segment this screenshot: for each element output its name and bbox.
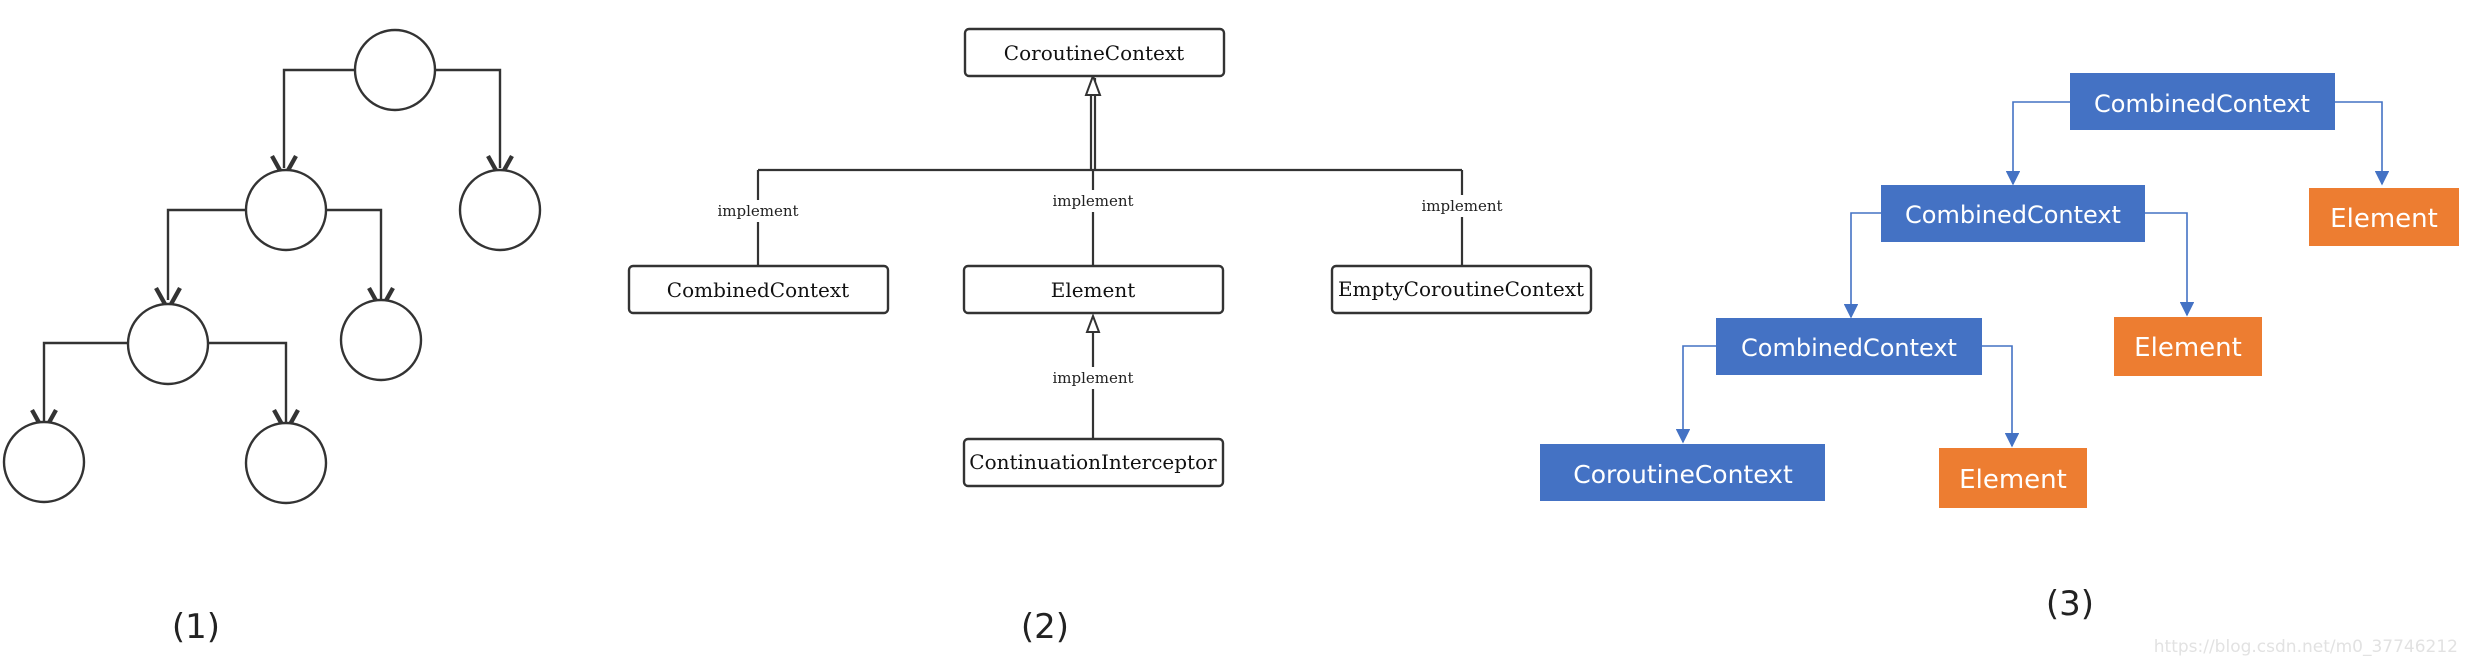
panel-label-3: (3) bbox=[2046, 584, 2094, 624]
ctx-label-element-level3: Element bbox=[1959, 465, 2067, 495]
panel-2-uml: implement implement implement implement … bbox=[627, 27, 1593, 488]
panel-3-context-tree: CombinedContext Element CombinedContext … bbox=[1540, 73, 2459, 508]
uml-edge-label-element: implement bbox=[1052, 192, 1133, 210]
ctx-node-combined-level3 bbox=[1716, 318, 1982, 375]
ctx-label-element-level2: Element bbox=[2134, 333, 2242, 363]
tree-edge-root-left bbox=[270, 68, 355, 183]
uml-box-element bbox=[962, 264, 1225, 315]
tree-edge-l3-left bbox=[30, 341, 128, 437]
ctx-label-coroutine-context: CoroutineContext bbox=[1573, 460, 1793, 489]
uml-edge-label-combined: implement bbox=[717, 202, 798, 220]
ctx-edge-l2-left bbox=[1843, 212, 1881, 319]
ctx-edge-l3-right bbox=[1982, 345, 2020, 448]
ctx-node-combined-level2 bbox=[1881, 185, 2145, 242]
uml-box-empty-coroutine-context bbox=[1330, 264, 1593, 315]
panel-label-1: (1) bbox=[172, 607, 220, 647]
uml-label-continuation-interceptor: ContinuationInterceptor bbox=[969, 450, 1217, 474]
tree-edge-l2-right bbox=[324, 208, 395, 315]
tree-node-l3-right bbox=[339, 298, 423, 382]
uml-box-combined-context bbox=[627, 264, 890, 315]
tree-edge-l2-left bbox=[154, 208, 246, 315]
ctx-edge-l1-right bbox=[2335, 101, 2390, 186]
ctx-label-combined-level1: CombinedContext bbox=[2094, 90, 2310, 118]
uml-edge-label-bg bbox=[720, 200, 798, 222]
ctx-edge-l2-right bbox=[2145, 212, 2195, 317]
uml-label-coroutine-context: CoroutineContext bbox=[1004, 41, 1184, 65]
uml-edge-label-empty: implement bbox=[1421, 197, 1502, 215]
tree-node-l4-left bbox=[2, 420, 86, 504]
uml-arrowhead-root bbox=[1084, 73, 1102, 96]
uml-edge-label-bg bbox=[1423, 195, 1501, 217]
uml-edge-label-bg bbox=[1054, 367, 1132, 389]
tree-node-l3-left bbox=[126, 302, 210, 386]
ctx-node-coroutine-context bbox=[1540, 444, 1825, 501]
watermark-text: https://blog.csdn.net/m0_37746212 bbox=[2154, 637, 2458, 657]
tree-edge-l3-right bbox=[206, 341, 300, 437]
uml-arrowhead-element bbox=[1085, 313, 1101, 333]
ctx-label-element-level1: Element bbox=[2330, 204, 2438, 234]
uml-label-element: Element bbox=[1051, 278, 1136, 302]
uml-label-empty-coroutine-context: EmptyCoroutineContext bbox=[1338, 277, 1584, 301]
ctx-node-element-level1 bbox=[2309, 188, 2459, 246]
tree-node-l2-left bbox=[244, 168, 328, 252]
ctx-node-element-level3 bbox=[1939, 448, 2087, 508]
uml-box-continuation-interceptor bbox=[962, 437, 1225, 488]
tree-edge-root-right bbox=[435, 68, 514, 183]
ctx-edge-l3-left bbox=[1675, 345, 1716, 444]
panel-label-2: (2) bbox=[1021, 607, 1069, 647]
ctx-edge-l1-left bbox=[2005, 101, 2070, 186]
ctx-label-combined-level3: CombinedContext bbox=[1741, 334, 1957, 362]
ctx-node-element-level2 bbox=[2114, 317, 2262, 376]
ctx-node-combined-level1 bbox=[2070, 73, 2335, 130]
tree-node-root bbox=[353, 28, 437, 112]
tree-node-l2-right bbox=[458, 168, 542, 252]
uml-box-coroutine-context bbox=[963, 27, 1226, 78]
panel-1-tree bbox=[2, 28, 542, 505]
tree-node-l4-right bbox=[244, 421, 328, 505]
ctx-label-combined-level2: CombinedContext bbox=[1905, 201, 2121, 229]
uml-edge-label-interceptor: implement bbox=[1052, 369, 1133, 387]
uml-edge-label-bg bbox=[1054, 190, 1132, 212]
uml-label-combined-context: CombinedContext bbox=[667, 278, 849, 302]
